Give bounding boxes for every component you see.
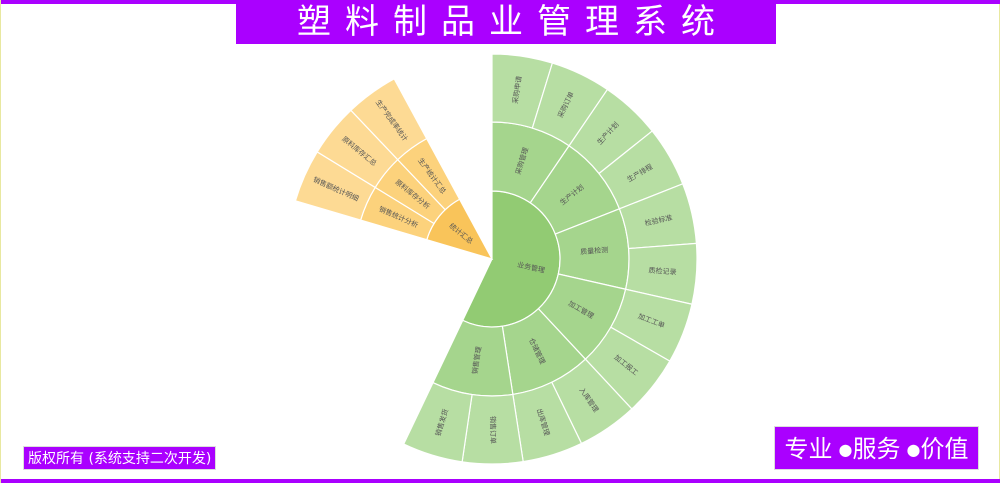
bottom-accent-line (1, 479, 1000, 483)
sunburst-label: 质检记录 (648, 265, 677, 276)
sunburst-segment[interactable] (402, 381, 473, 463)
bullet-icon: ● (838, 440, 853, 459)
slogan-badge: 专业●服务●价值 (774, 426, 979, 470)
sunburst-label: 采购申请 (510, 75, 523, 104)
sunburst-segment[interactable] (350, 78, 428, 161)
page-title: 塑料制品业管理系统 (236, 0, 776, 44)
sunburst-label: 销售管理 (470, 346, 483, 375)
slogan-item: 服务 (852, 435, 901, 463)
sunburst-label: 销售订单 (489, 416, 498, 444)
copyright-note: 版权所有 (系统支持二次开发) (23, 446, 217, 470)
slogan-item: 价值 (920, 435, 969, 463)
slogan-item: 专业 (784, 435, 833, 463)
bullet-icon: ● (906, 440, 921, 459)
sunburst-label: 质量检测 (580, 245, 609, 256)
